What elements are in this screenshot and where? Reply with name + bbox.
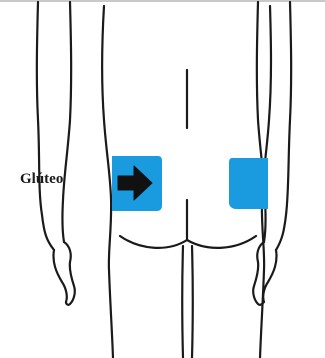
left-buttock-curve — [120, 236, 187, 248]
right-inner-leg — [192, 246, 193, 358]
right-arm-outer — [276, 2, 291, 250]
right-injection-area — [229, 158, 268, 209]
right-buttock-curve — [187, 236, 256, 248]
torso-left-side — [102, 6, 113, 358]
left-hand — [53, 242, 74, 305]
gluteus-label: Glúteo — [20, 170, 63, 188]
left-arm-outer — [37, 2, 54, 250]
left-inner-leg — [182, 246, 183, 358]
left-arm-inner — [62, 2, 71, 242]
